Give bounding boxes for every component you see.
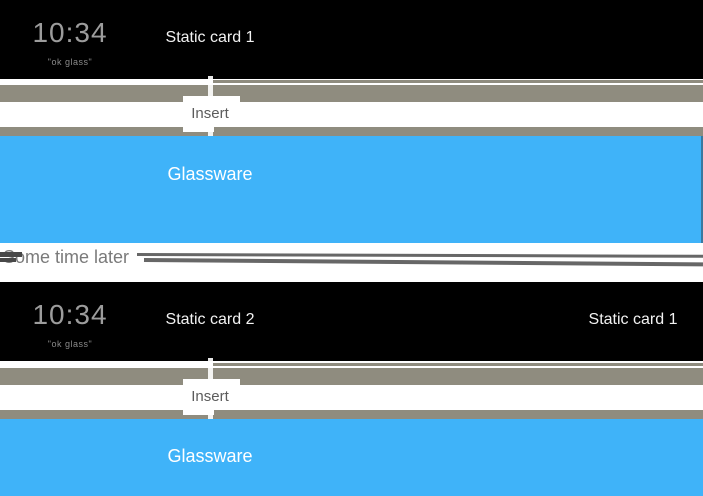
static-card-label: Static card 1: [165, 29, 255, 46]
insert-row: [0, 385, 703, 410]
clock-time: 10:34: [32, 17, 108, 48]
insertion-point-marker: [208, 358, 213, 419]
insert-callout-foot: [183, 127, 214, 132]
ok-glass-hotword: "ok glass": [47, 339, 93, 349]
connector-bar-upper: [0, 368, 703, 385]
timeline-row-after: 10:34 "ok glass" Static card 2 Static ca…: [0, 282, 703, 361]
divider-line-top: [136, 253, 703, 258]
clock-time: 10:34: [32, 299, 108, 330]
ok-glass-hotword: "ok glass": [47, 57, 93, 67]
insert-row: [0, 102, 703, 127]
glassware-card: Glassware: [0, 136, 703, 243]
divider-left-stub-top: [0, 252, 22, 257]
insert-callout-foot: [183, 410, 214, 415]
divider-line-bottom: [143, 258, 703, 266]
glassware-label: Glassware: [167, 164, 253, 184]
glassware-label: Glassware: [167, 446, 253, 466]
static-card-2-label: Static card 2: [165, 311, 255, 328]
connector-top-line: [213, 363, 703, 366]
static-card-1-label: Static card 1: [588, 311, 678, 328]
insertion-point-marker: [208, 76, 213, 136]
timeline-row-before: 10:34 "ok glass" Static card 1: [0, 0, 703, 79]
connector-top-line: [213, 80, 703, 83]
divider-left-stub-bottom: [0, 258, 16, 262]
connector-bar-lower: [0, 127, 703, 136]
time-divider-label: Some time later: [3, 247, 130, 267]
connector-bar-lower: [0, 410, 703, 419]
insert-label: Insert: [191, 105, 229, 122]
connector-bar-upper: [0, 85, 703, 102]
insert-label: Insert: [191, 388, 229, 405]
glassware-card: Glassware: [0, 419, 703, 496]
